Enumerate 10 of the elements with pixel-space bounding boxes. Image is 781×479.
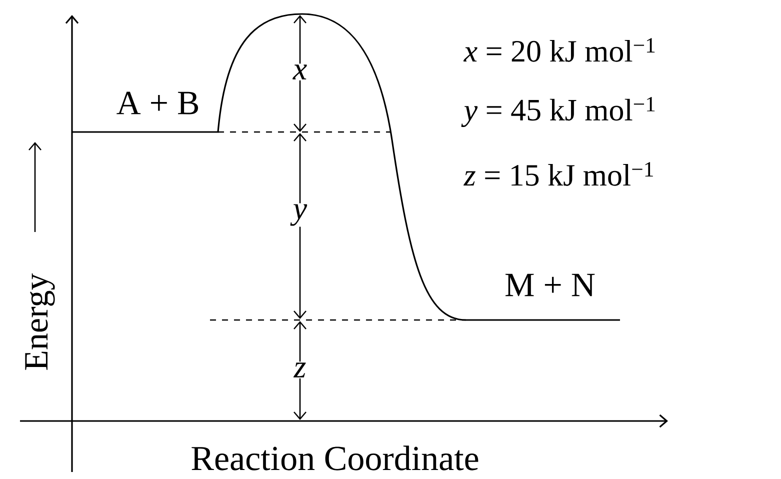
curve-label: A + B [116, 92, 198, 114]
curve-label: M + N [506, 274, 595, 296]
axis-label: Energy [25, 273, 55, 370]
value-label: x = 20 kJ mol$^{−1}$ [463, 38, 655, 62]
dimension-label: z [292, 362, 308, 378]
dimension-label: x [292, 64, 308, 80]
dimension-label: y [290, 203, 308, 227]
value-label: z = 15 kJ mol$^{−1}$ [463, 162, 653, 186]
axis-label: Reaction Coordinate [192, 446, 478, 470]
value-label: y = 45 kJ mol$^{−1}$ [461, 96, 655, 128]
